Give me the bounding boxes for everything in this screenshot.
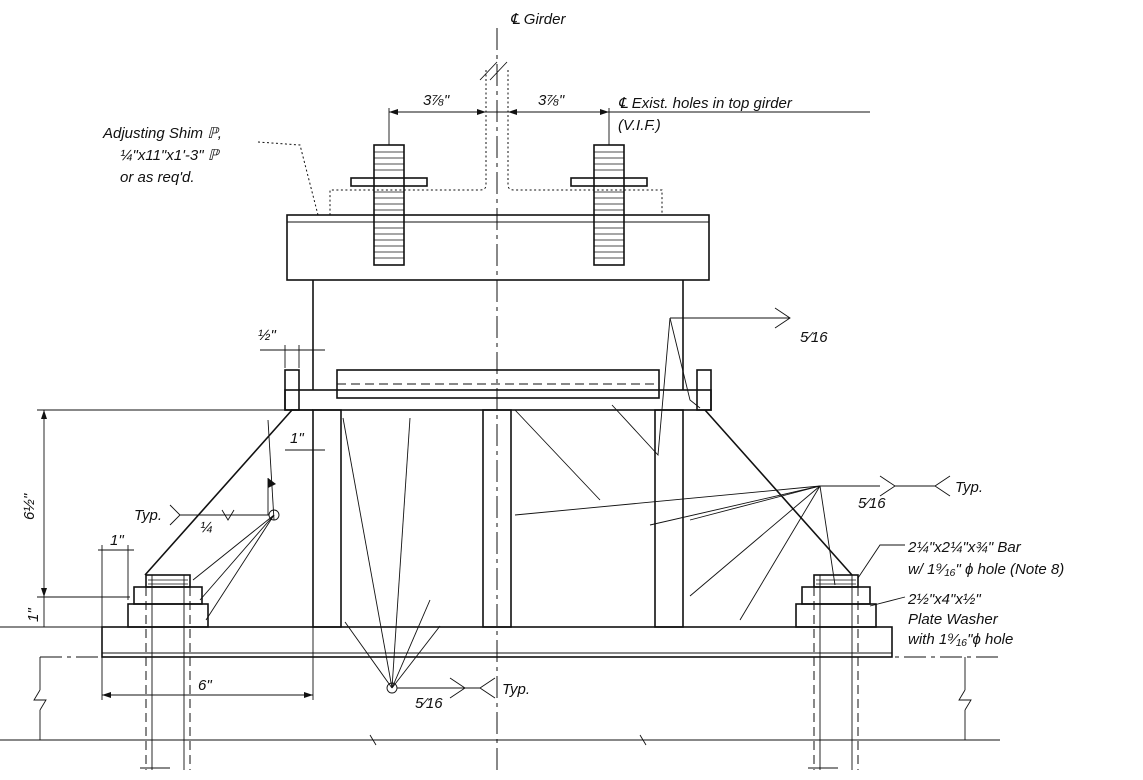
dim-height (0, 409, 290, 628)
anchor-assembly-right (795, 574, 877, 770)
label-bar-1: 2¼"x2¼"x¾" Bar (907, 539, 1022, 556)
anchor-assembly-left (127, 574, 209, 770)
weld-typ-right-label: Typ. (955, 479, 983, 496)
weld-symbols (169, 307, 951, 699)
existing-girder-outline (329, 61, 663, 215)
label-washer-3: with 1⁹⁄₁₆"ϕ hole (908, 631, 1013, 648)
label-cl-exist-holes: ℄ Exist. holes in top girder (618, 95, 793, 112)
dim-half-inch (260, 345, 325, 368)
weld-fan-left (180, 419, 280, 621)
dim-text-one-inch-web: 1" (290, 430, 304, 447)
top-plate (286, 214, 710, 281)
top-bolt-right (570, 144, 648, 266)
leader-lines (257, 141, 906, 607)
weld-typ-left-size: ¼ (200, 519, 213, 536)
weld-bottom-size: 5⁄16 (415, 695, 443, 712)
label-bar-2: w/ 1⁹⁄₁₆" ϕ hole (Note 8) (908, 561, 1064, 578)
dim-bolt-spacing (388, 108, 870, 145)
dim-text-bolt-left: 3⅞" (423, 92, 450, 109)
label-shim-3: or as req'd. (120, 169, 195, 186)
weld-top-right-size: 5⁄16 (800, 329, 828, 346)
dim-six-inch (102, 627, 314, 700)
label-washer-2: Plate Washer (908, 611, 999, 628)
dim-one-inch-left (98, 545, 134, 700)
dim-text-bolt-right: 3⅞" (538, 92, 565, 109)
dim-text-six-inch: 6" (198, 677, 212, 694)
weld-typ-right-size: 5⁄16 (858, 495, 886, 512)
weld-fan-top-right (611, 317, 790, 457)
gusset-left (144, 409, 293, 576)
label-vif: (V.I.F.) (618, 117, 661, 134)
gusset-right (704, 409, 853, 576)
dim-text-height: 6½" (21, 493, 38, 520)
label-washer-1: 2½"x4"x½" (907, 591, 981, 608)
dim-text-one-inch-left: 1" (110, 532, 124, 549)
dim-text-half-inch: ½" (258, 327, 277, 344)
label-shim-1: Adjusting Shim ℙ, (102, 125, 222, 142)
top-bolt-left (350, 144, 428, 266)
pin-plate (284, 369, 712, 411)
weld-bottom-label: Typ. (502, 681, 530, 698)
label-shim-2: ¼"x11"x1'-3" ℙ (120, 147, 221, 164)
support-outline (0, 656, 1000, 769)
stiffeners (291, 409, 684, 628)
dim-text-one-inch-vert: 1" (25, 608, 42, 622)
weld-fan-bottom (342, 417, 480, 694)
weld-fan-right (514, 409, 880, 621)
label-cl-girder: ℄ Girder (510, 11, 566, 28)
weld-typ-left-label: Typ. (134, 507, 162, 524)
